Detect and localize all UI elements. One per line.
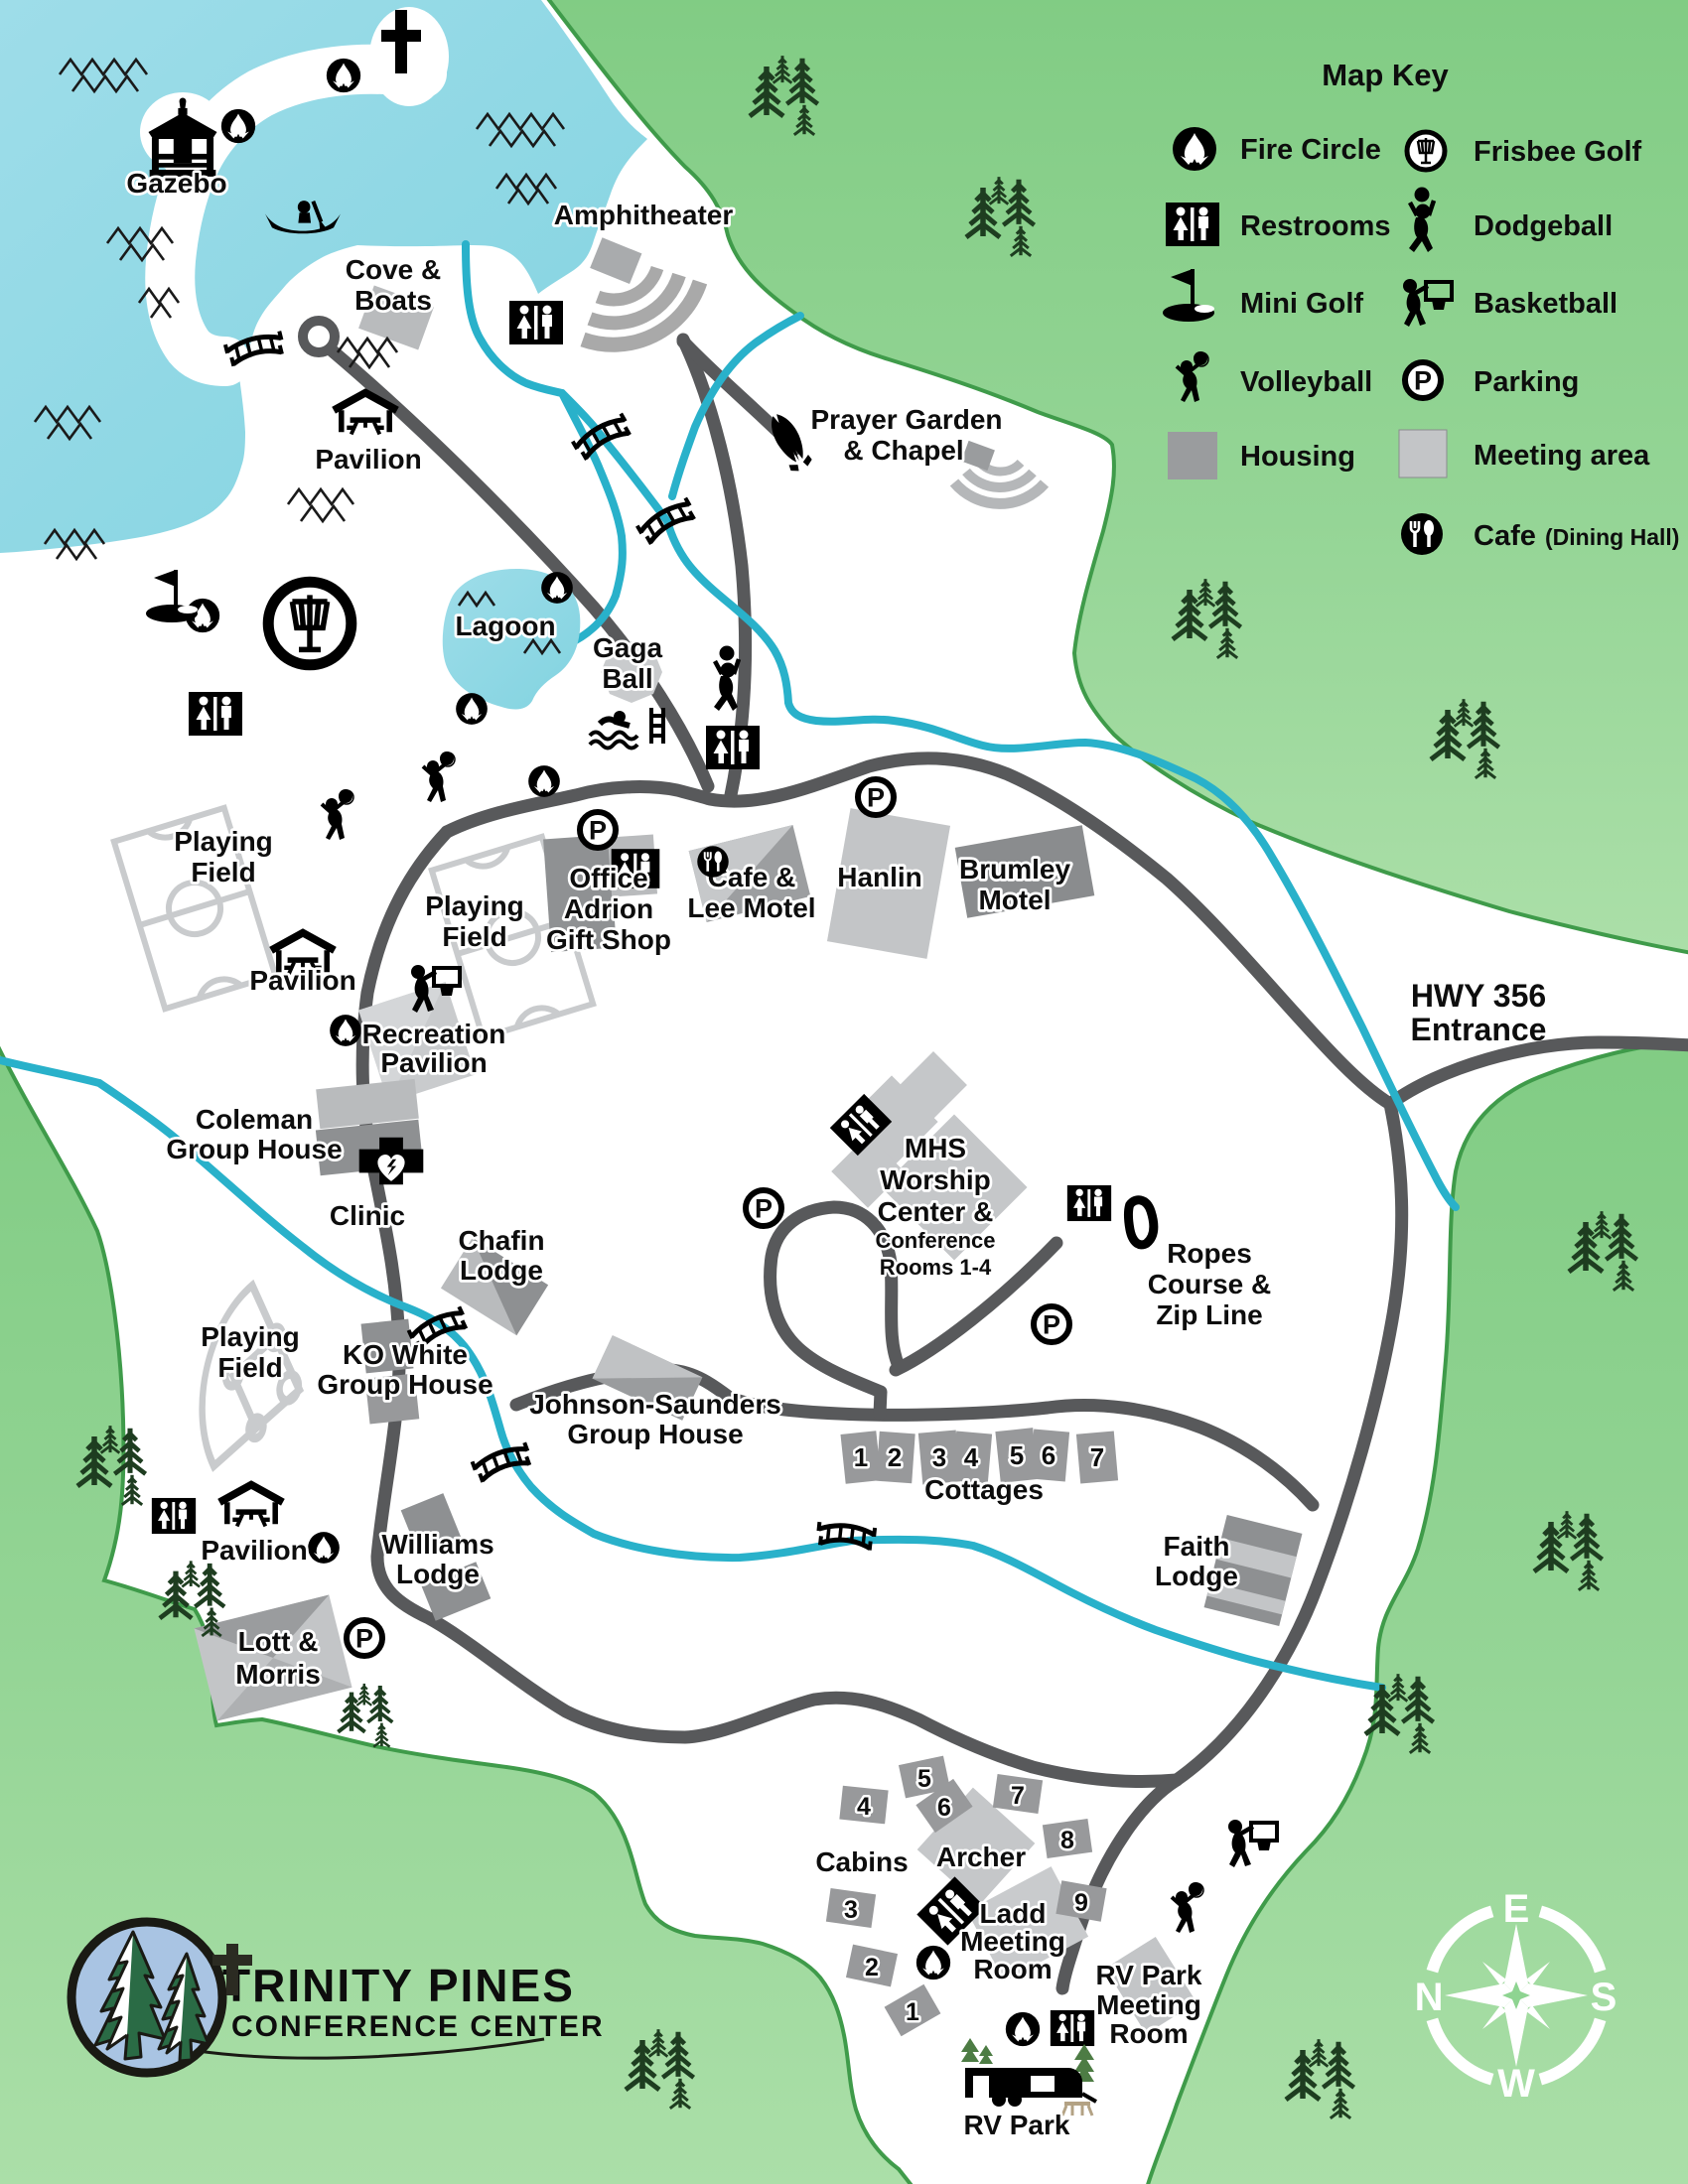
- svg-text:Adrion: Adrion: [564, 893, 653, 924]
- svg-text:Office: Office: [569, 863, 647, 893]
- svg-text:Chafin: Chafin: [458, 1225, 544, 1256]
- svg-text:Field: Field: [217, 1352, 282, 1383]
- svg-text:3: 3: [932, 1442, 946, 1472]
- svg-text:7: 7: [1011, 1782, 1025, 1810]
- svg-text:Williams: Williams: [381, 1529, 493, 1560]
- svg-text:Gazebo: Gazebo: [126, 168, 226, 199]
- svg-text:Pavilion: Pavilion: [249, 965, 355, 996]
- svg-text:Recreation: Recreation: [362, 1019, 506, 1049]
- svg-text:Lodge: Lodge: [396, 1559, 480, 1589]
- svg-text:Group House: Group House: [166, 1134, 342, 1164]
- svg-text:Ball: Ball: [602, 663, 652, 694]
- svg-text:Playing: Playing: [174, 826, 273, 857]
- svg-text:Cafe: Cafe: [1474, 520, 1536, 552]
- svg-text:Group House: Group House: [567, 1419, 743, 1449]
- svg-text:Zip Line: Zip Line: [1156, 1299, 1262, 1330]
- svg-text:(Dining Hall): (Dining Hall): [1545, 524, 1679, 550]
- svg-text:& Chapel: & Chapel: [843, 435, 963, 466]
- svg-text:Coleman: Coleman: [196, 1104, 313, 1135]
- svg-text:Ropes: Ropes: [1167, 1238, 1252, 1269]
- svg-text:Boats: Boats: [354, 285, 432, 316]
- svg-text:E: E: [1503, 1887, 1530, 1931]
- svg-text:RV Park: RV Park: [964, 2110, 1070, 2140]
- svg-text:Rooms 1-4: Rooms 1-4: [880, 1255, 992, 1280]
- svg-text:Basketball: Basketball: [1474, 288, 1618, 320]
- svg-text:Playing: Playing: [425, 890, 524, 921]
- svg-text:Dodgeball: Dodgeball: [1474, 210, 1613, 242]
- svg-text:9: 9: [1074, 1889, 1088, 1917]
- svg-text:4: 4: [857, 1793, 871, 1821]
- svg-text:Housing: Housing: [1240, 441, 1355, 473]
- svg-text:Field: Field: [191, 857, 255, 887]
- svg-text:S: S: [1591, 1976, 1618, 2019]
- svg-text:Ladd: Ladd: [980, 1898, 1047, 1929]
- svg-text:Pavilion: Pavilion: [380, 1047, 487, 1078]
- svg-text:Entrance: Entrance: [1411, 1012, 1547, 1047]
- svg-text:6: 6: [1042, 1440, 1055, 1470]
- svg-text:4: 4: [964, 1442, 979, 1472]
- svg-text:Room: Room: [973, 1954, 1052, 1984]
- svg-text:Center &: Center &: [878, 1196, 994, 1227]
- svg-text:Prayer Garden: Prayer Garden: [811, 404, 1003, 435]
- svg-text:Amphitheater: Amphitheater: [554, 200, 734, 230]
- svg-text:Faith: Faith: [1164, 1531, 1230, 1562]
- svg-text:Mini Golf: Mini Golf: [1240, 288, 1363, 320]
- svg-text:5: 5: [917, 1765, 931, 1793]
- svg-text:Cove &: Cove &: [346, 254, 441, 285]
- svg-text:N: N: [1415, 1976, 1444, 2019]
- svg-text:2: 2: [865, 1954, 879, 1981]
- svg-text:Meeting: Meeting: [960, 1926, 1065, 1957]
- svg-text:Cottages: Cottages: [924, 1474, 1044, 1505]
- svg-text:Lodge: Lodge: [460, 1255, 543, 1286]
- svg-text:Pavilion: Pavilion: [315, 444, 421, 475]
- svg-text:HWY 356: HWY 356: [1411, 978, 1546, 1014]
- svg-text:Lee Motel: Lee Motel: [687, 892, 815, 923]
- svg-text:Conference: Conference: [875, 1228, 995, 1253]
- svg-text:Parking: Parking: [1474, 366, 1579, 398]
- svg-text:Group House: Group House: [317, 1369, 492, 1400]
- svg-text:Gift Shop: Gift Shop: [546, 924, 671, 955]
- svg-text:W: W: [1497, 2062, 1535, 2106]
- svg-text:Cabins: Cabins: [815, 1846, 908, 1877]
- svg-text:Course &: Course &: [1148, 1269, 1271, 1299]
- svg-text:MHS: MHS: [905, 1133, 966, 1163]
- svg-text:Brumley: Brumley: [959, 854, 1070, 885]
- svg-text:Archer: Archer: [936, 1842, 1026, 1872]
- svg-text:Lodge: Lodge: [1155, 1561, 1238, 1591]
- svg-text:Worship: Worship: [880, 1164, 990, 1195]
- svg-text:Volleyball: Volleyball: [1240, 366, 1372, 398]
- svg-text:Restrooms: Restrooms: [1240, 210, 1391, 242]
- svg-text:Clinic: Clinic: [330, 1200, 405, 1231]
- svg-text:Hanlin: Hanlin: [837, 862, 922, 892]
- svg-text:RV Park: RV Park: [1096, 1960, 1202, 1990]
- svg-text:Meeting: Meeting: [1096, 1989, 1201, 2020]
- svg-text:Map Key: Map Key: [1322, 58, 1449, 92]
- svg-text:KO White: KO White: [343, 1339, 468, 1370]
- svg-text:Lagoon: Lagoon: [455, 611, 555, 641]
- svg-text:Meeting area: Meeting area: [1474, 440, 1650, 472]
- svg-text:Fire Circle: Fire Circle: [1240, 134, 1381, 166]
- svg-text:Morris: Morris: [235, 1659, 321, 1690]
- svg-text:Gaga: Gaga: [593, 632, 662, 663]
- svg-text:CONFERENCE CENTER: CONFERENCE CENTER: [231, 2010, 605, 2043]
- svg-text:6: 6: [937, 1794, 951, 1822]
- svg-text:1: 1: [906, 1998, 919, 2026]
- svg-text:2: 2: [888, 1442, 902, 1472]
- svg-text:8: 8: [1060, 1827, 1074, 1854]
- svg-text:Johnson-Saunders: Johnson-Saunders: [529, 1389, 781, 1420]
- svg-text:Playing: Playing: [201, 1321, 300, 1352]
- svg-text:3: 3: [844, 1896, 858, 1924]
- svg-text:Pavilion: Pavilion: [201, 1535, 307, 1566]
- svg-text:1: 1: [854, 1442, 868, 1472]
- svg-text:7: 7: [1090, 1442, 1104, 1472]
- svg-text:Motel: Motel: [978, 885, 1051, 915]
- svg-text:Room: Room: [1109, 2018, 1188, 2049]
- svg-text:Field: Field: [442, 921, 506, 952]
- svg-text:Frisbee Golf: Frisbee Golf: [1474, 136, 1642, 168]
- svg-text:Lott &: Lott &: [238, 1626, 319, 1657]
- svg-text:TRINITY PINES: TRINITY PINES: [222, 1960, 575, 2011]
- svg-text:5: 5: [1010, 1440, 1024, 1470]
